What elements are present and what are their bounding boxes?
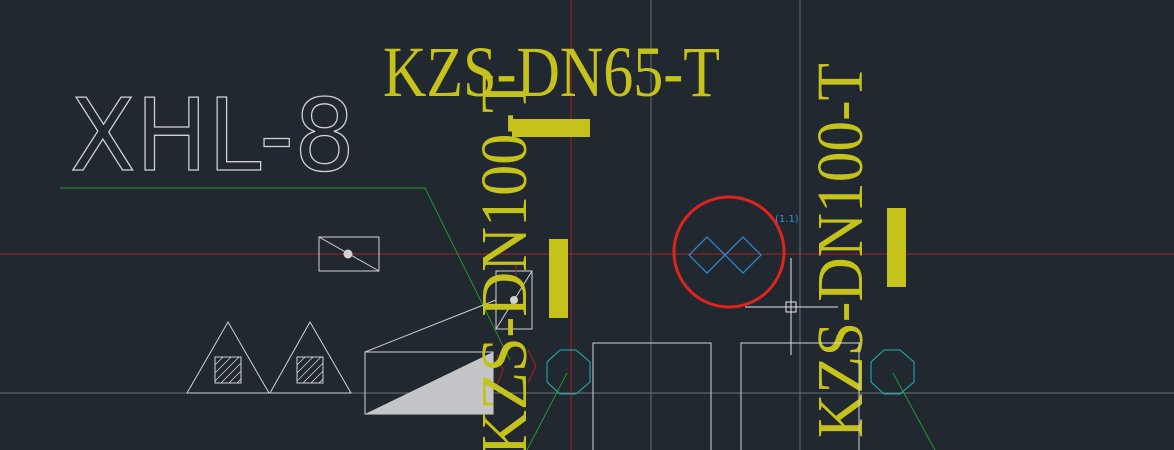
triangle-symbol-2[interactable] (269, 320, 352, 394)
bottom-box-left (592, 342, 712, 450)
highlight-circle (672, 195, 786, 309)
triangle-symbol-1[interactable] (186, 321, 270, 394)
bottom-box-right (740, 342, 860, 450)
leader-line-xhl (60, 187, 511, 361)
bottom-boxes[interactable] (592, 342, 860, 450)
dn100-tag-label-left[interactable]: KZS-DN100-T (468, 75, 541, 450)
cursor-crosshair (745, 258, 838, 355)
selected-object[interactable]: (1.1) (672, 195, 799, 309)
yellow-bars (512, 119, 906, 318)
valve-symbol[interactable] (318, 236, 380, 272)
dn100-tag-label-right[interactable]: KZS-DN100-T (804, 63, 877, 438)
cyan-symbol-right[interactable] (870, 349, 915, 395)
diamond-right (724, 236, 762, 274)
pipe-leader-lines (60, 187, 936, 450)
leader-line-right (892, 372, 936, 450)
diamond-left (688, 236, 726, 274)
equipment-symbol[interactable] (364, 270, 533, 415)
cyan-symbol-left[interactable] (546, 349, 591, 395)
dn65-tag-label[interactable]: KZS-DN65-T (383, 32, 720, 112)
grip-label: (1.1) (775, 214, 799, 225)
red-arc-fragments (496, 262, 537, 386)
leader-line-left (526, 372, 568, 450)
xhl-tag-label[interactable]: XHL-8 (69, 76, 355, 194)
